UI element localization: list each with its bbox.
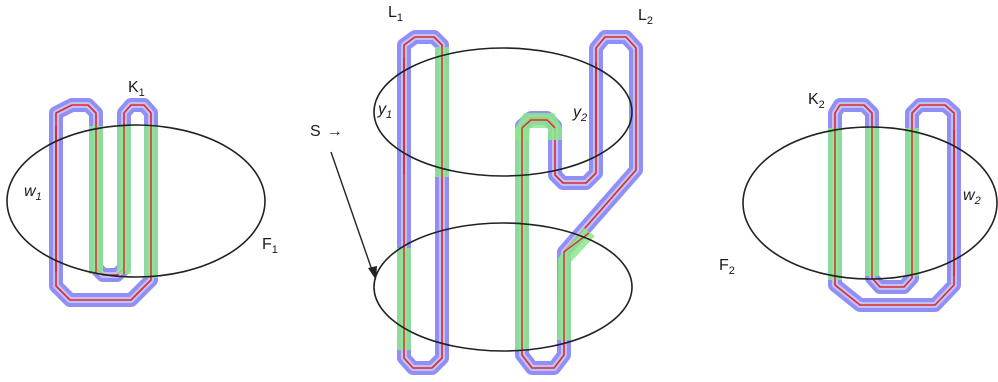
knot-k2-outer xyxy=(828,98,961,312)
middle-panel-l1-l2 xyxy=(330,30,643,375)
label-s: S→ xyxy=(310,123,343,140)
knot-l2-inner xyxy=(519,34,639,371)
surface-f1 xyxy=(6,124,266,278)
label-w1: w1 xyxy=(24,183,42,203)
l2-green-band-diagonal xyxy=(557,228,595,340)
knot-k2-core xyxy=(834,104,955,306)
knot-k2-inner xyxy=(832,102,957,308)
surface-lower xyxy=(373,222,633,352)
label-f1: F1 xyxy=(262,236,278,256)
label-w2: w2 xyxy=(963,187,981,207)
knot-l2-core xyxy=(521,36,637,369)
label-l2: L2 xyxy=(638,7,653,27)
right-panel-k2 xyxy=(742,98,998,312)
knot-k2 xyxy=(828,98,961,312)
left-panel-k1 xyxy=(6,98,266,307)
label-y1: y1 xyxy=(377,101,392,121)
knot-l1 xyxy=(397,30,449,375)
s-arrow-lower-head xyxy=(368,266,377,280)
surface-upper xyxy=(373,47,633,177)
label-f2: F2 xyxy=(719,257,735,277)
s-arrow-lower xyxy=(330,151,374,274)
label-k1: K1 xyxy=(128,79,145,99)
label-y2: y2 xyxy=(572,104,587,124)
knot-l2 xyxy=(515,30,643,375)
knot-k1 xyxy=(49,98,158,307)
surface-f2 xyxy=(742,126,998,280)
label-l1: L1 xyxy=(388,4,403,24)
knot-l2-outer xyxy=(515,30,643,375)
l2-core-b xyxy=(563,232,590,340)
label-k2: K2 xyxy=(808,91,825,111)
knot-k1-outer xyxy=(49,98,158,307)
l2-core-c xyxy=(521,119,556,129)
